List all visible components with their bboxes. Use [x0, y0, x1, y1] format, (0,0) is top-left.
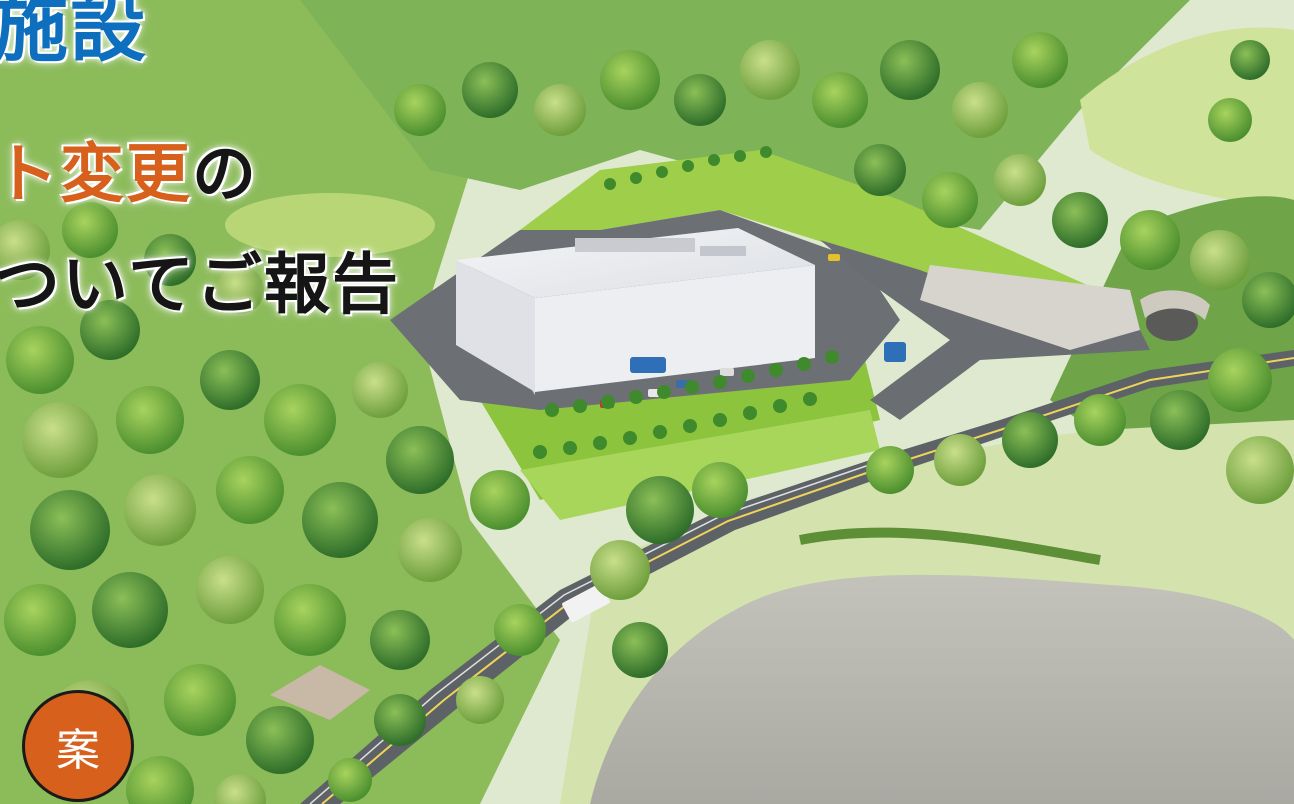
building-side [456, 260, 535, 392]
roof-equipment-2 [700, 246, 746, 256]
retaining-wall [920, 265, 1140, 350]
roof-equipment [575, 238, 695, 252]
title-line-2: ト変更の [0, 123, 258, 215]
building-face [535, 265, 815, 392]
draft-badge: 案 [22, 690, 134, 802]
dike-line [799, 527, 1101, 565]
access-road [820, 240, 1150, 420]
bus-blue [630, 357, 666, 373]
title-line-1: 施設 [0, 0, 148, 72]
title-line-2-orange: ト変更 [0, 138, 192, 212]
building-roof [456, 228, 815, 298]
draft-badge-label: 案 [56, 725, 100, 776]
car-5 [828, 254, 840, 261]
truck-white [562, 583, 610, 623]
lawn-plaza [225, 193, 435, 257]
car-4 [720, 368, 734, 376]
bus-blue-2 [884, 342, 906, 362]
forest-top [300, 0, 1190, 230]
forest-canopy [0, 32, 1294, 804]
title-line-2-dark: の [192, 138, 258, 212]
tunnel-portal [1146, 305, 1198, 341]
tunnel-head [1140, 290, 1210, 320]
tree-row-terrace [533, 146, 839, 459]
title-line-3: ついてご報告 [0, 246, 401, 323]
pond [590, 574, 1294, 804]
terrace-bottom [520, 410, 880, 520]
paved-pad [270, 665, 370, 720]
